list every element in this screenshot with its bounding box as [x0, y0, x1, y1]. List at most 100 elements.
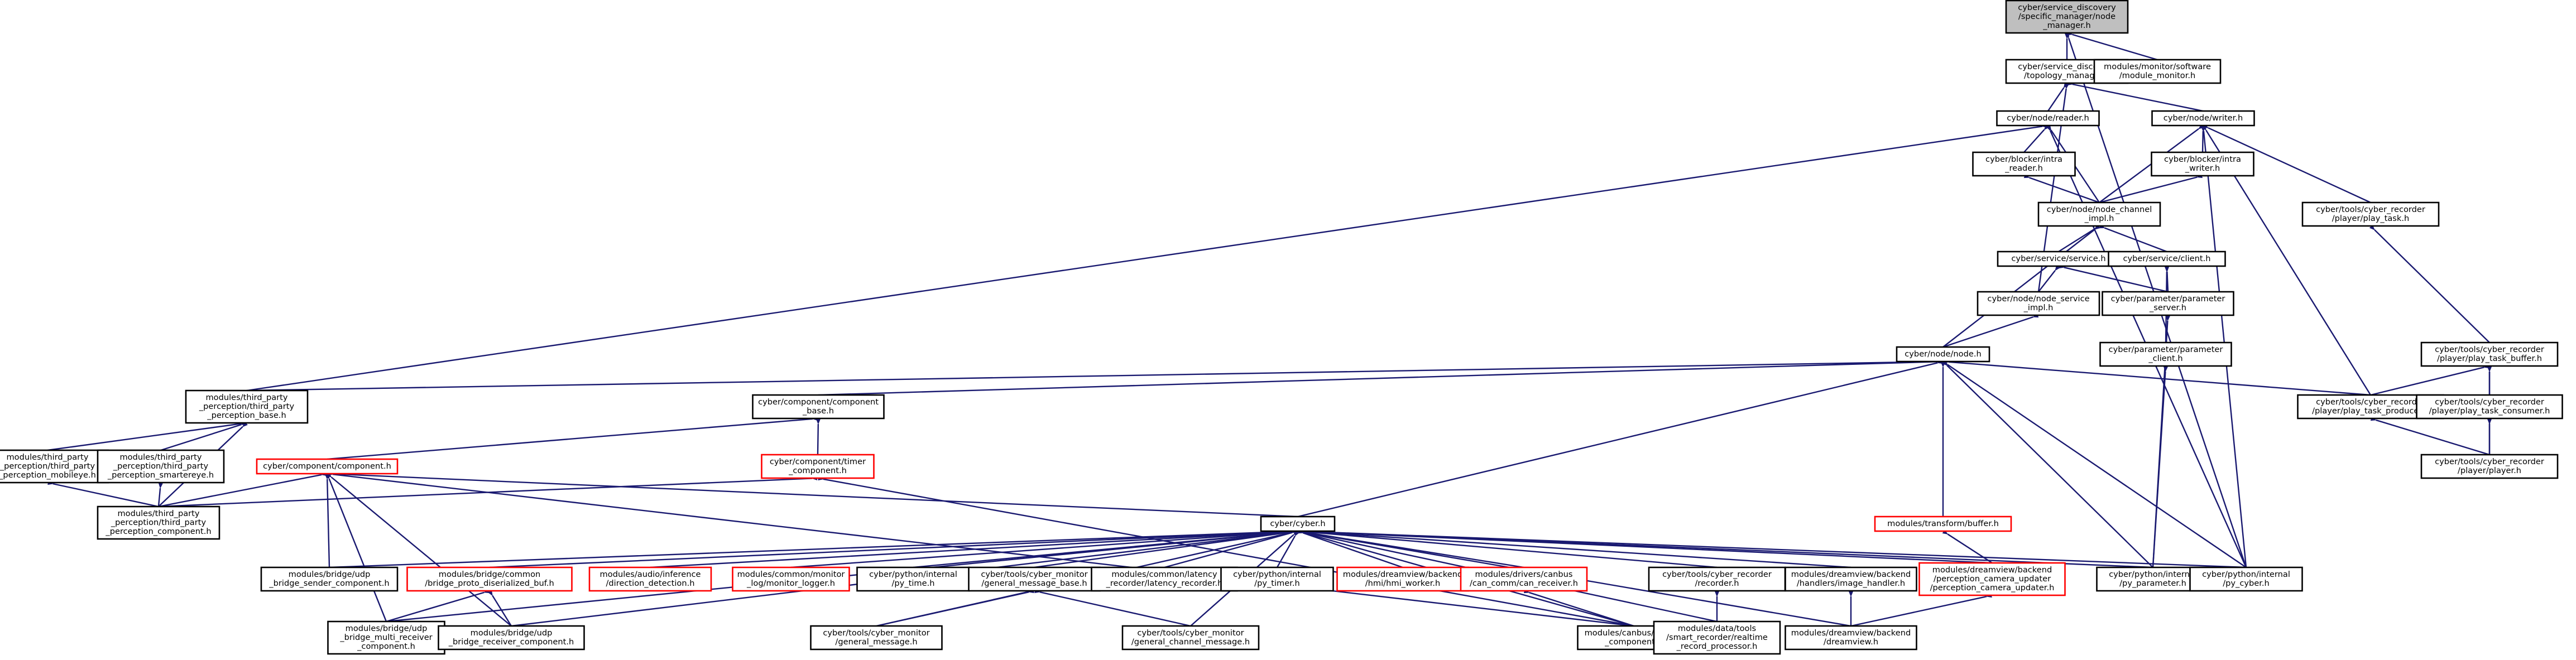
edge-node-to-taskprod — [1943, 359, 2371, 396]
node-timercomp[interactable]: cyber/component/timer_component.h — [761, 454, 875, 479]
node-nodesvc[interactable]: cyber/node/node_service_impl.h — [1977, 291, 2100, 316]
node-box — [1972, 151, 2076, 177]
edge-path — [386, 589, 490, 623]
node-box — [1896, 346, 1990, 363]
node-box — [1121, 625, 1260, 651]
node-component[interactable]: cyber/component/component.h — [256, 458, 399, 475]
node-box — [2093, 59, 2222, 84]
node-mobileye[interactable]: modules/third_party_perception/third_par… — [0, 449, 109, 484]
node-intrawriter[interactable]: cyber/blocker/intra_writer.h — [2151, 151, 2254, 177]
node-dirdetect[interactable]: modules/audio/inference/direction_detect… — [588, 566, 712, 592]
edge-canrecv-to-canbuscomp — [1523, 589, 1634, 627]
node-writer[interactable]: cyber/node/writer.h — [2151, 110, 2255, 127]
node-label-line: /bridge_proto_diserialized_buf.h — [425, 579, 554, 588]
node-box — [1460, 566, 1588, 592]
node-monsw[interactable]: modules/monitor/software/module_monitor.… — [2093, 59, 2222, 84]
node-node[interactable]: cyber/node/node.h — [1896, 346, 1990, 363]
node-reader[interactable]: cyber/node/reader.h — [1996, 110, 2100, 127]
node-multirecv[interactable]: modules/bridge/udp_bridge_multi_receiver… — [327, 620, 445, 655]
node-camupdater[interactable]: modules/dreamview/backend/perception_cam… — [1918, 562, 2066, 596]
node-udprecv[interactable]: modules/bridge/udp_bridge_receiver_compo… — [438, 625, 585, 651]
edge-path — [2370, 364, 2489, 396]
node-udpsender[interactable]: modules/bridge/udp_bridge_sender_compone… — [260, 566, 399, 592]
edge-component-to-udpsender — [325, 474, 330, 568]
edge-timercomp-to-tpcomp — [158, 476, 818, 508]
edge-cyber-to-recorder — [1298, 529, 1718, 569]
node-box — [2099, 341, 2232, 367]
node-box — [1785, 625, 1917, 651]
node-label-line: _bridge_sender_component.h — [268, 579, 389, 588]
node-label-line: _bridge_multi_receiver — [339, 633, 432, 642]
edge-path — [2066, 31, 2158, 61]
node-box — [1220, 566, 1334, 592]
edge-smartereye-to-tpcomp — [157, 483, 163, 507]
edge-node-to-cyber — [1297, 359, 1943, 518]
node-box — [97, 505, 220, 540]
node-label-line: /can_comm/can_receiver.h — [1470, 579, 1578, 588]
edge-path — [2038, 265, 2060, 292]
node-box — [2005, 0, 2129, 34]
edge-path — [327, 471, 1634, 627]
node-taskbuf[interactable]: cyber/tools/cyber_recorder/player/play_t… — [2420, 341, 2559, 367]
node-pycyber[interactable]: cyber/python/internal/py_cyber.h — [2189, 566, 2303, 592]
node-pytime[interactable]: cyber/python/internal/py_time.h — [856, 566, 970, 592]
node-paramcli[interactable]: cyber/parameter/parameter_client.h — [2099, 341, 2232, 367]
node-box — [2102, 291, 2234, 316]
node-label-line: cyber/service_discovery — [2018, 3, 2116, 12]
node-genchanmsg[interactable]: cyber/tools/cyber_monitor/general_channe… — [1121, 625, 1260, 651]
node-player[interactable]: cyber/tools/cyber_recorder/player/player… — [2420, 454, 2559, 479]
node-label-line: _perception_component.h — [105, 527, 211, 536]
node-genmsgbase[interactable]: cyber/tools/cyber_monitor/general_messag… — [968, 566, 1101, 592]
node-canrecv[interactable]: modules/drivers/canbus/can_comm/can_rece… — [1460, 566, 1588, 592]
node-client[interactable]: cyber/service/client.h — [2108, 250, 2226, 267]
node-recorder[interactable]: cyber/tools/cyber_recorder/recorder.h — [1648, 566, 1786, 592]
node-paramsrv[interactable]: cyber/parameter/parameter_server.h — [2102, 291, 2234, 316]
node-label-line: _bridge_receiver_component.h — [448, 637, 574, 647]
edge-path — [47, 421, 247, 451]
node-label-line: _server.h — [2149, 303, 2186, 312]
edge-cyber-to-latency — [1164, 529, 1298, 569]
node-label-line: cyber/tools/cyber_recorder — [2316, 397, 2425, 407]
node-dreamview[interactable]: modules/dreamview/backend/dreamview.h — [1785, 625, 1917, 651]
node-hmiworker[interactable]: modules/dreamview/backend/hmi/hmi_worker… — [1336, 566, 1469, 592]
node-latency[interactable]: modules/common/latency_recorder/latency_… — [1091, 566, 1238, 592]
node-tfbuf[interactable]: modules/transform/buffer.h — [1874, 516, 2012, 532]
node-label-line: /smart_recorder/realtime — [1666, 633, 1768, 642]
node-protobuf[interactable]: modules/bridge/common/bridge_proto_diser… — [406, 566, 573, 592]
node-box — [761, 454, 875, 479]
node-cyber[interactable]: cyber/cyber.h — [1260, 516, 1336, 532]
node-mgr[interactable]: cyber/service_discovery/specific_manager… — [2005, 0, 2129, 34]
node-intrareader[interactable]: cyber/blocker/intra_reader.h — [1972, 151, 2076, 177]
node-label-line: cyber/node/reader.h — [2007, 113, 2089, 123]
node-tpcomp[interactable]: modules/third_party_perception/third_par… — [97, 505, 220, 540]
node-imghandler[interactable]: modules/dreamview/backend/handlers/image… — [1785, 566, 1917, 592]
node-label-line: modules/third_party — [205, 393, 287, 402]
node-box — [2420, 341, 2559, 367]
node-label-line: modules/third_party — [6, 452, 88, 462]
node-box — [97, 449, 225, 484]
edge-path — [1297, 359, 1943, 518]
node-smartereye[interactable]: modules/third_party_perception/third_par… — [97, 449, 225, 484]
node-rtproc[interactable]: modules/data/tools/smart_recorder/realti… — [1653, 620, 1781, 655]
node-label-line: /hmi/hmi_worker.h — [1365, 579, 1441, 588]
edge-topo-to-writer — [2067, 81, 2204, 112]
node-monlogger[interactable]: modules/common/monitor_log/monitor_logge… — [732, 566, 850, 592]
edge-path — [1523, 589, 1634, 627]
node-playtask[interactable]: cyber/tools/cyber_recorder/player/play_t… — [2301, 201, 2440, 227]
edge-playtask-to-taskbuf — [2369, 224, 2490, 343]
node-label-line: cyber/node/node_channel — [2047, 205, 2152, 214]
node-label-line: /topology_manager.h — [2024, 71, 2110, 80]
node-label-line: modules/audio/inference — [600, 570, 701, 579]
node-label-line: /player/play_task.h — [2332, 214, 2410, 223]
node-label-line: _record_processor.h — [1676, 642, 1758, 651]
node-label-line: modules/dreamview/backend — [1343, 570, 1462, 579]
edge-path — [1164, 529, 1298, 569]
node-pytimer[interactable]: cyber/python/internal/py_timer.h — [1220, 566, 1334, 592]
node-genmsg[interactable]: cyber/tools/cyber_monitor/general_messag… — [810, 625, 943, 651]
node-tpbase[interactable]: modules/third_party_perception/third_par… — [185, 389, 309, 424]
node-service[interactable]: cyber/service/service.h — [1997, 250, 2121, 267]
node-label-line: /py_time.h — [892, 579, 935, 588]
node-compbase[interactable]: cyber/component/component_base.h — [752, 394, 885, 420]
node-channel[interactable]: cyber/node/node_channel_impl.h — [2037, 201, 2161, 227]
node-taskcons[interactable]: cyber/tools/cyber_recorder/player/play_t… — [2416, 394, 2563, 420]
